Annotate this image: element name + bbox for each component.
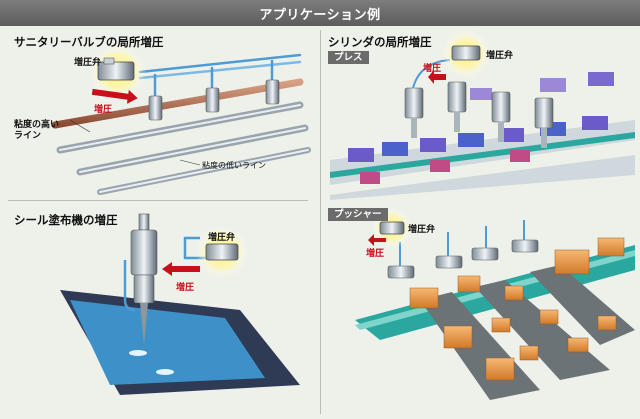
panel1-illustration bbox=[51, 44, 311, 195]
panel4-boost-label: 増圧 bbox=[366, 249, 385, 259]
panel4-illustration bbox=[355, 208, 635, 400]
panel1-boost-label: 増圧 bbox=[94, 105, 113, 115]
panel1-low-viscosity-label: 粘度の低いライン bbox=[202, 161, 266, 170]
panel2-boost-label: 増圧 bbox=[423, 64, 442, 74]
header-title: アプリケーション例 bbox=[259, 8, 381, 23]
vertical-divider bbox=[320, 30, 321, 414]
panel3-boost-label: 増圧 bbox=[176, 283, 195, 293]
panel3-valve-label: 増圧弁 bbox=[208, 233, 236, 243]
panel2-illustration bbox=[330, 30, 635, 200]
panel1-title: サニタリーバルブの局所増圧 bbox=[14, 35, 164, 49]
panel3-title: シール塗布機の増圧 bbox=[14, 213, 118, 227]
panel1-valve-label: 増圧弁 bbox=[74, 58, 102, 68]
panel3-illustration bbox=[60, 213, 300, 395]
panel4-valve-label: 増圧弁 bbox=[408, 225, 436, 235]
panel2-valve-label: 増圧弁 bbox=[486, 51, 514, 61]
panel2-title: シリンダの局所増圧 bbox=[328, 35, 432, 49]
horizontal-divider bbox=[8, 200, 308, 201]
panel4-tag: プッシャー bbox=[328, 208, 388, 221]
panel1-high-viscosity-label: 粘度の高い ライン bbox=[14, 120, 60, 141]
header-bar: アプリケーション例 bbox=[0, 0, 640, 26]
panel2-tag: プレス bbox=[328, 51, 369, 64]
